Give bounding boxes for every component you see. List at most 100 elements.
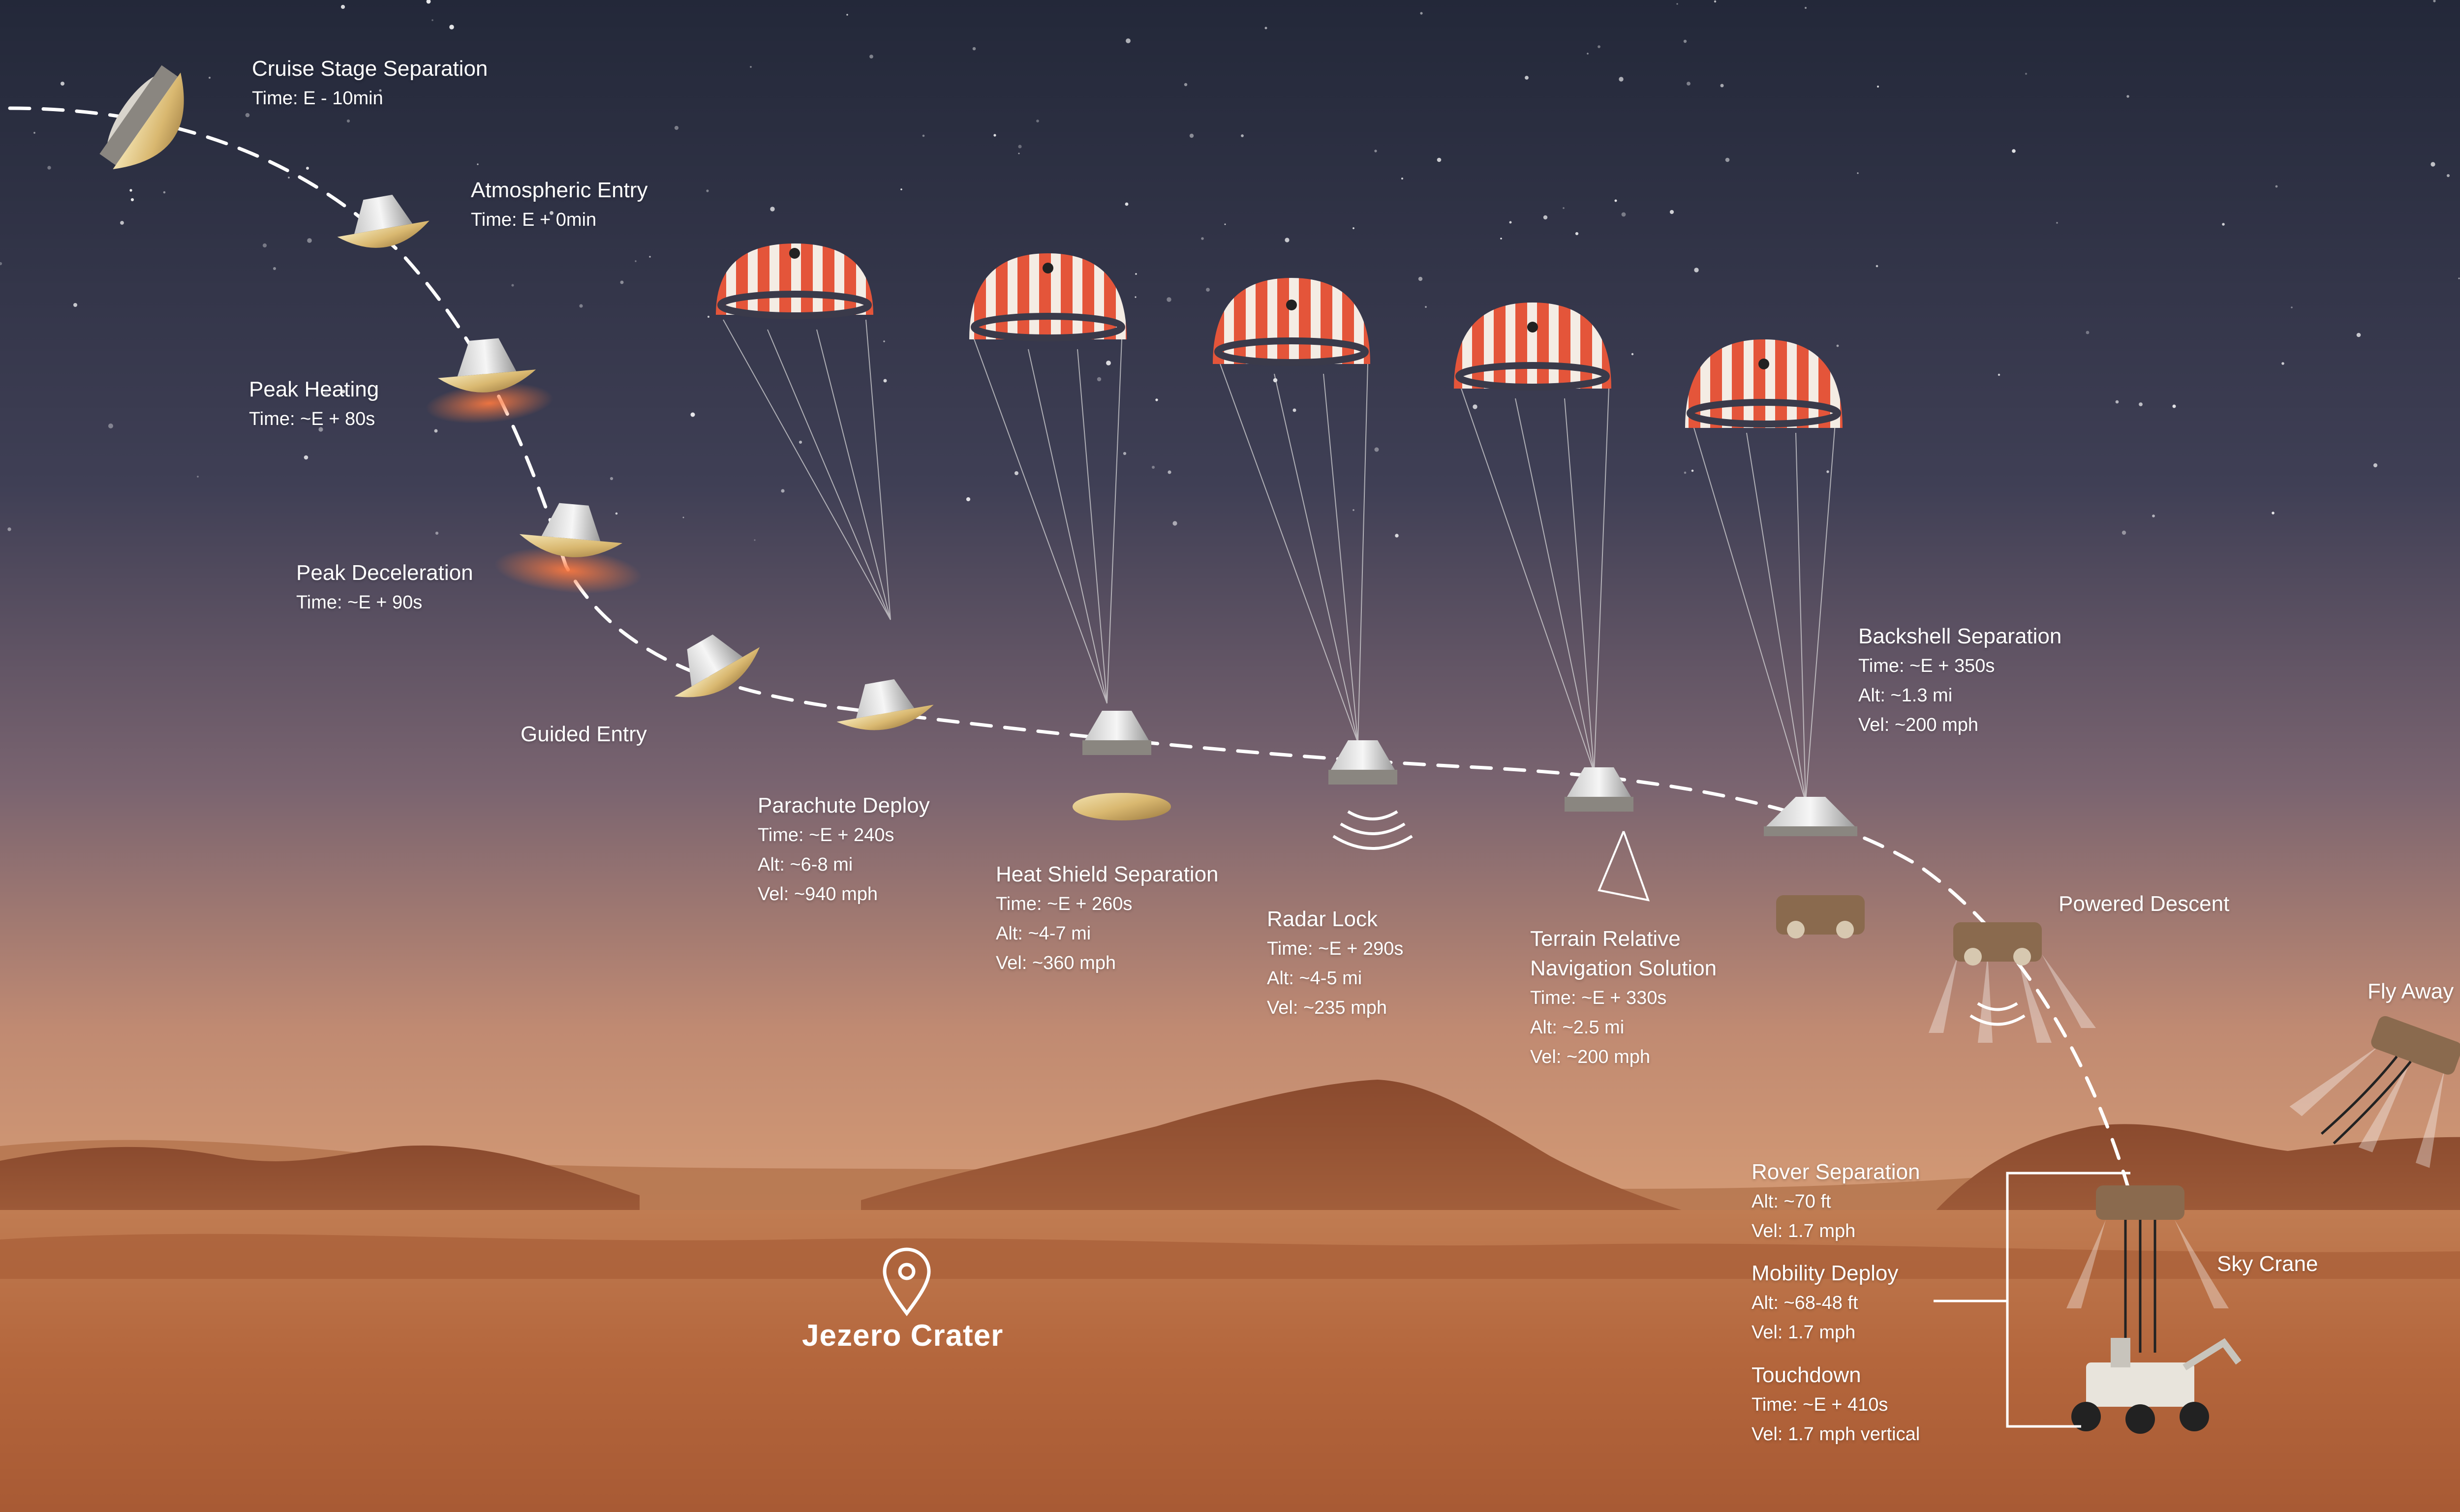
star	[129, 189, 132, 192]
star	[2115, 400, 2119, 404]
star	[1123, 452, 1127, 455]
stage-sky-label: Sky Crane	[2217, 1252, 2318, 1276]
star	[1684, 471, 1687, 474]
heat-shield-separation-icon	[969, 253, 1171, 820]
star	[306, 167, 309, 170]
star	[2152, 514, 2155, 517]
star	[2458, 277, 2460, 279]
star	[1805, 7, 1807, 9]
star	[1425, 306, 1427, 308]
star	[2139, 402, 2143, 406]
star	[1631, 353, 1634, 356]
star	[1877, 86, 1879, 88]
star	[1395, 534, 1399, 538]
stage-guided-label: Guided Entry	[521, 722, 647, 746]
star	[972, 47, 976, 51]
star	[649, 256, 651, 258]
star	[1614, 199, 1617, 202]
star	[2373, 463, 2378, 468]
star	[1857, 172, 1859, 174]
cruise-stage-icon	[99, 65, 184, 170]
star	[579, 304, 583, 308]
star	[1676, 3, 1678, 5]
star	[434, 429, 438, 433]
star	[33, 132, 35, 134]
star	[1036, 120, 1039, 122]
star	[1543, 215, 1548, 220]
heat-shield-icon	[1073, 793, 1171, 820]
star	[1353, 227, 1354, 229]
star	[2012, 149, 2016, 153]
star	[620, 280, 624, 284]
star	[900, 188, 902, 190]
atmospheric-entry-capsule-icon	[337, 194, 430, 248]
star	[1135, 296, 1137, 298]
star	[2447, 174, 2450, 177]
star	[1201, 237, 1204, 240]
star	[1172, 521, 1177, 526]
star	[781, 489, 785, 493]
star	[1687, 82, 1691, 86]
star	[511, 284, 514, 287]
star	[1097, 377, 1102, 382]
star	[1206, 288, 1210, 292]
rover-icon	[2071, 1338, 2242, 1434]
star	[1598, 45, 1600, 48]
star	[1126, 38, 1131, 43]
star	[2222, 223, 2225, 226]
foreground-ridge	[0, 1234, 2460, 1279]
star	[1184, 83, 1188, 87]
star	[340, 4, 345, 9]
star	[209, 77, 211, 79]
star	[1224, 223, 1226, 225]
star	[1168, 470, 1171, 474]
star	[1264, 27, 1267, 30]
star	[883, 379, 887, 383]
star	[1836, 344, 1839, 347]
star	[435, 531, 439, 535]
star	[1135, 273, 1137, 275]
star	[1167, 297, 1171, 302]
star	[273, 267, 276, 270]
star	[1998, 373, 2000, 376]
star	[307, 238, 312, 243]
star	[1714, 0, 1717, 3]
star	[2086, 331, 2090, 334]
star	[2430, 162, 2435, 167]
star	[1587, 53, 1589, 55]
star	[2272, 512, 2275, 514]
star	[707, 316, 709, 318]
star	[1018, 152, 1020, 154]
star	[1106, 361, 1111, 365]
radar-waves-icon	[1332, 810, 1413, 850]
star	[47, 166, 51, 170]
star	[197, 476, 199, 478]
star	[1155, 398, 1158, 401]
star	[1621, 212, 1626, 217]
stage-fly-label: Fly Away	[2368, 979, 2454, 1003]
star	[615, 512, 618, 515]
star	[1473, 404, 1477, 409]
star	[1694, 268, 1699, 272]
star	[1353, 509, 1354, 511]
star	[341, 390, 345, 393]
star	[163, 191, 166, 194]
star	[245, 113, 250, 118]
star	[304, 455, 308, 460]
star	[869, 55, 873, 59]
star	[1669, 210, 1674, 214]
star	[2281, 362, 2284, 365]
star	[846, 14, 848, 16]
star	[966, 497, 971, 502]
star	[2275, 185, 2278, 188]
star	[674, 125, 679, 130]
radar-lock-icon	[1213, 278, 1413, 850]
star	[379, 89, 382, 92]
